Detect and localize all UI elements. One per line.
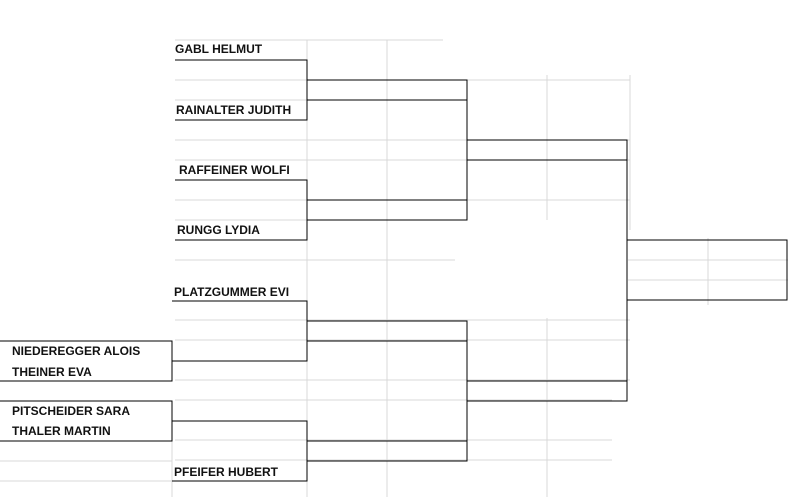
match-bracket-1 [175,59,308,121]
player-name: NIEDEREGGER ALOIS [12,344,140,358]
player-name: THEINER EVA [12,365,92,379]
spreadsheet-grid [0,39,788,497]
player-name: GABL HELMUT [175,42,263,56]
player-name: RUNGG LYDIA [177,223,260,237]
player-name: RAFFEINER WOLFI [179,163,290,177]
player-name: RAINALTER JUDITH [176,103,291,117]
semi-bracket-2 [307,320,468,462]
match-bracket-4 [172,420,308,482]
final-bracket [467,139,628,402]
player-name: PFEIFER HUBERT [174,465,279,479]
match-bracket-3 [172,300,308,362]
prelim-bracket-1 [0,340,173,382]
player-name: PITSCHEIDER SARA [12,404,130,418]
semi-bracket-1 [307,79,468,221]
player-name: THALER MARTIN [12,424,111,438]
champion-box [627,239,788,301]
bracket-lines [0,59,788,482]
player-labels: GABL HELMUT RAINALTER JUDITH RAFFEINER W… [12,42,291,479]
player-name: PLATZGUMMER EVI [174,285,289,299]
match-bracket-2 [175,179,308,241]
prelim-bracket-2 [0,400,173,442]
